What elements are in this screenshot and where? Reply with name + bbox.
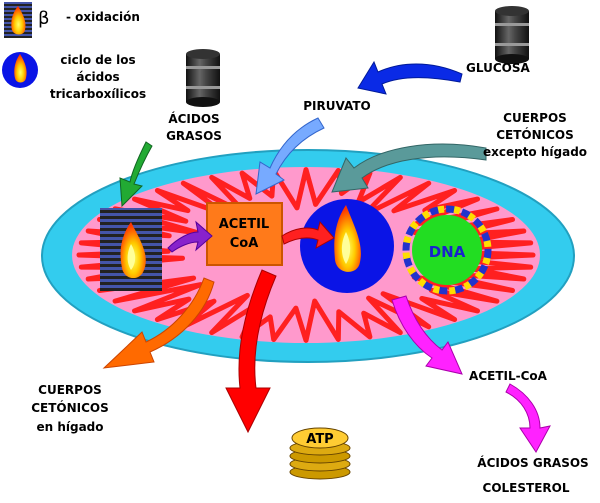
fatty-acids-barrel-icon (186, 49, 220, 107)
coil-stripe (100, 288, 162, 291)
magenta-down-arrow (505, 383, 551, 453)
acidos-grasos-label-1: ÁCIDOS (168, 111, 219, 126)
dna-label: DNA (429, 243, 466, 261)
coil-to-acetil-arrow (167, 220, 213, 253)
glucose-arrow (357, 60, 463, 95)
acetil-coa-out-label: ACETIL-CoA (469, 369, 548, 383)
legend-krebs-line1: ciclo de los (60, 53, 135, 67)
colesterol-label: COLESTEROL (483, 481, 570, 495)
acetil-coa-box (206, 202, 283, 266)
beta-oxidation-legend-icon (4, 2, 32, 38)
cetonic-top-arrow (331, 143, 487, 193)
acetil-to-krebs-arrow (281, 220, 335, 249)
atp-label: ATP (306, 432, 333, 447)
ketone-liver-arrow (102, 277, 215, 369)
atp-arrow (225, 269, 277, 434)
atp-coins-icon (289, 427, 351, 480)
cuerpos-bottom-line3: en hígado (36, 420, 103, 434)
magenta-out-arrow (391, 295, 463, 375)
legend-beta-label: - oxidación (66, 10, 140, 24)
cuerpos-top-line2: CETÓNICOS (496, 127, 574, 142)
acetil-coa-box-line1: ACETIL (219, 217, 269, 232)
cuerpos-top-line3: excepto hígado (483, 145, 587, 159)
cuerpos-bottom-line2: CETÓNICOS (31, 400, 109, 415)
piruvato-arrow (255, 117, 325, 195)
acidos-grasos-out-label: ÁCIDOS GRASOS (477, 455, 588, 470)
cristae-fold (76, 167, 536, 343)
legend-krebs-line2: ácidos (76, 70, 119, 84)
coil-stripe (4, 4, 32, 6)
legend-krebs-line3: tricarboxílicos (50, 87, 146, 101)
piruvato-label: PIRUVATO (303, 99, 370, 113)
coil-stripe (100, 210, 162, 213)
glucosa-label: GLUCOSA (466, 61, 530, 75)
coil-stripe (100, 216, 162, 219)
krebs-fire-icon (334, 205, 361, 272)
legend-beta-symbol: β (38, 8, 50, 29)
krebs-legend-icon (2, 52, 38, 88)
coil-stripe (4, 36, 32, 38)
acidos-grasos-label-2: GRASOS (166, 129, 222, 143)
acetil-coa-box-line2: CoA (230, 236, 259, 251)
cuerpos-top-line1: CUERPOS (503, 111, 567, 125)
cristae (76, 167, 536, 343)
beta-oxidation-coil-icon (100, 208, 162, 291)
dna-ring (402, 205, 492, 295)
dna-circle (412, 215, 482, 285)
fatty-acids-arrow (119, 141, 153, 208)
coil-stripe (100, 282, 162, 285)
glucose-barrel-icon (495, 6, 529, 64)
cuerpos-bottom-line1: CUERPOS (38, 383, 102, 397)
